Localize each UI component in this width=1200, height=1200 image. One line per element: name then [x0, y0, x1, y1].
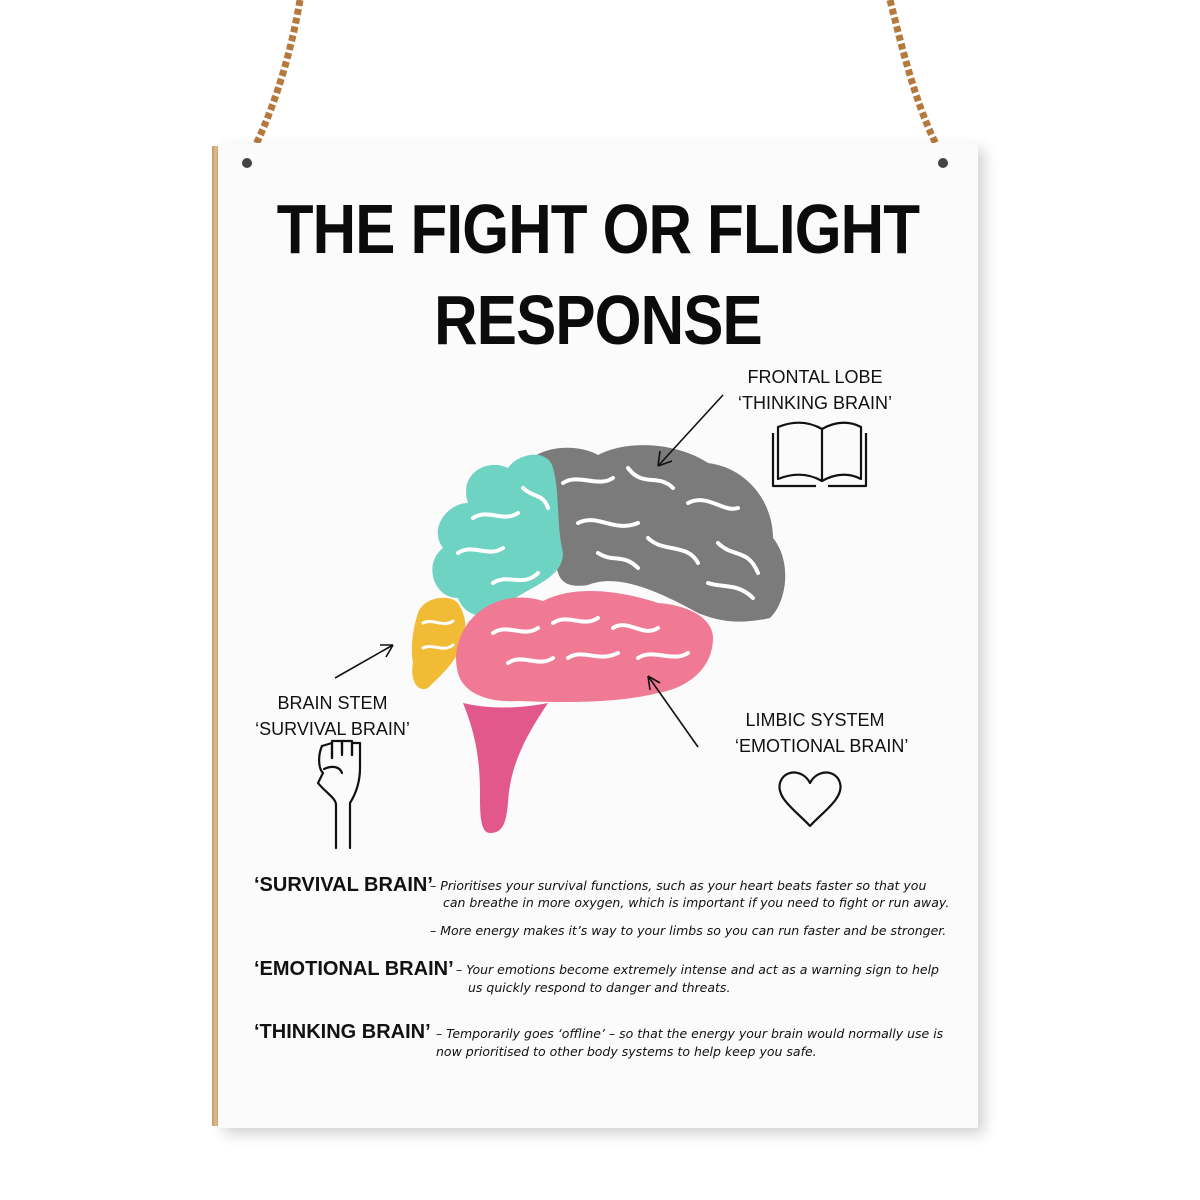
raised-fist-icon: [316, 739, 362, 850]
brain-stem-name: BRAIN STEM: [277, 693, 388, 713]
poster-title-line2: RESPONSE: [434, 281, 763, 359]
limbic-system-region: [456, 591, 713, 703]
brain-diagram: [316, 394, 868, 850]
open-book-icon: [771, 421, 868, 488]
board-wood-edge: [212, 146, 220, 1126]
frontal-lobe-label: FRONTAL LOBE ‘THINKING BRAIN’: [735, 364, 895, 416]
survival-brain-term: ‘SURVIVAL BRAIN’: [254, 874, 433, 896]
poster-title-line1: THE FIGHT OR FLIGHT: [276, 190, 920, 268]
emotional-brain-desc-line1: – Your emotions become extremely intense…: [456, 962, 939, 977]
survival-brain-name: ‘SURVIVAL BRAIN’: [255, 719, 410, 739]
hanging-rope: [244, 0, 948, 162]
emotional-brain-desc-line2: us quickly respond to danger and threats…: [468, 980, 731, 995]
parietal-lobe-region: [432, 454, 563, 617]
brain-stem-label: BRAIN STEM ‘SURVIVAL BRAIN’: [250, 690, 415, 742]
survival-brain-desc-line1: – Prioritises your survival functions, s…: [430, 878, 927, 893]
thinking-brain-desc-line1: – Temporarily goes ‘offline’ – so that t…: [436, 1026, 944, 1041]
cerebellum-region: [411, 597, 466, 689]
thinking-brain-term: ‘THINKING BRAIN’: [254, 1021, 431, 1043]
thinking-brain-desc-line2: now prioritised to other body systems to…: [436, 1044, 817, 1059]
limbic-system-name: LIMBIC SYSTEM: [745, 710, 885, 730]
frontal-lobe-region: [518, 445, 786, 622]
thinking-brain-name: ‘THINKING BRAIN’: [737, 393, 892, 413]
emotional-brain-name: ‘EMOTIONAL BRAIN’: [735, 736, 909, 756]
frontal-lobe-name: FRONTAL LOBE: [747, 367, 883, 387]
hang-hole-right: [938, 158, 948, 168]
emotional-brain-term: ‘EMOTIONAL BRAIN’: [254, 958, 454, 980]
hang-hole-left: [242, 158, 252, 168]
survival-brain-desc-line2: can breathe in more oxygen, which is imp…: [443, 895, 950, 910]
heart-icon: [778, 771, 842, 828]
limbic-system-label: LIMBIC SYSTEM ‘EMOTIONAL BRAIN’: [735, 707, 909, 759]
survival-brain-desc-extra: – More energy makes it’s way to your lim…: [430, 923, 947, 938]
brain-stem-region: [463, 703, 548, 833]
